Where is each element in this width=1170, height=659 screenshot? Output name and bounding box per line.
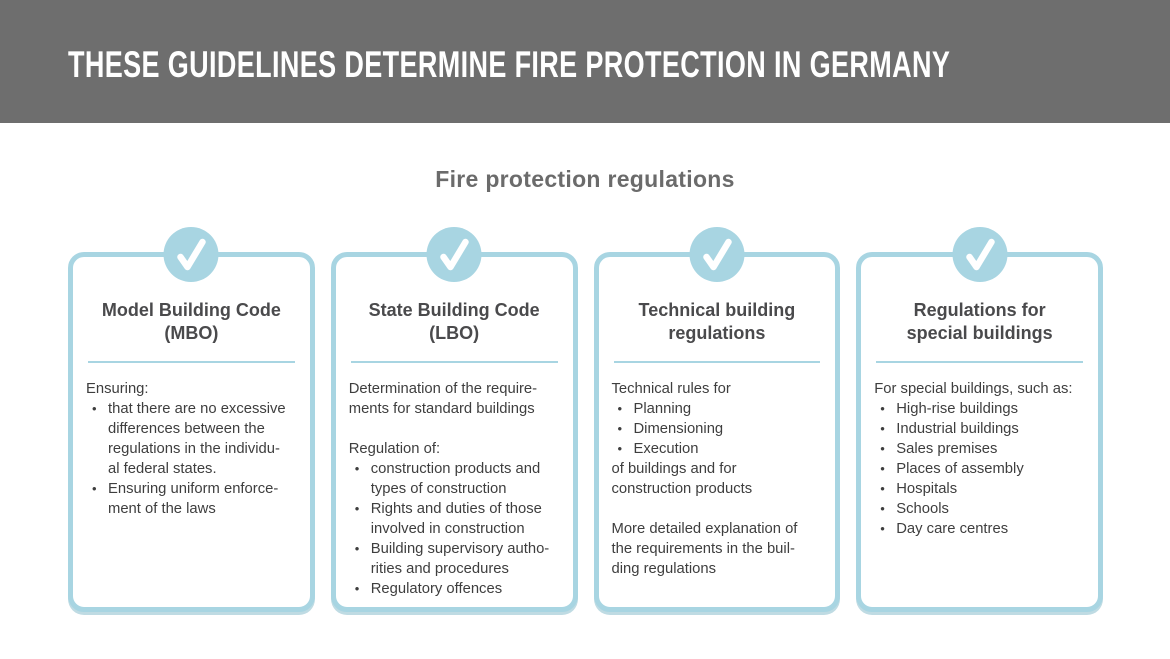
card-bullet-list: High-rise buildingsIndustrial buildingsS… bbox=[874, 399, 1085, 539]
list-item: Schools bbox=[874, 499, 1085, 519]
card-model-building-code: Model Building Code (MBO) Ensuring: that t… bbox=[68, 227, 315, 612]
list-item: High-rise buildings bbox=[874, 399, 1085, 419]
list-item: Planning bbox=[612, 399, 823, 419]
card-divider bbox=[350, 361, 558, 363]
cards-row: Model Building Code (MBO) Ensuring: that t… bbox=[68, 227, 1103, 612]
card-body: Ensuring: that there are no excessive dif… bbox=[86, 379, 297, 519]
header-banner: THESE GUIDELINES DETERMINE FIRE PROTECTI… bbox=[0, 0, 1170, 123]
card-title: Technical building regulations bbox=[638, 300, 796, 343]
list-item: Building supervisory autho- rities and p… bbox=[349, 539, 560, 579]
card-divider bbox=[88, 361, 295, 363]
card-bullet-list: that there are no excessive differences … bbox=[86, 399, 297, 519]
card-body: For special buildings, such as: High-rise… bbox=[874, 379, 1085, 539]
list-item: Day care centres bbox=[874, 519, 1085, 539]
checkmark-icon bbox=[426, 227, 482, 282]
card-title: Model Building Code (MBO) bbox=[101, 300, 281, 343]
card-paragraph: Determination of the require- ments for … bbox=[348, 381, 538, 417]
card-paragraph: Regulation of: bbox=[348, 441, 441, 457]
card-bullet-list: PlanningDimensioningExecution bbox=[612, 399, 823, 459]
checkmark-icon bbox=[163, 227, 219, 282]
list-item: that there are no excessive differences … bbox=[86, 399, 297, 479]
card-bullet-list: construction products and types of const… bbox=[349, 459, 560, 599]
card-divider bbox=[876, 361, 1083, 363]
list-item: construction products and types of const… bbox=[349, 459, 560, 499]
card-paragraph: Ensuring: bbox=[86, 381, 149, 397]
checkmark-icon bbox=[689, 227, 745, 282]
card-paragraph: For special buildings, such as: bbox=[874, 381, 1073, 397]
list-item: Regulatory offences bbox=[349, 579, 560, 599]
list-item: Industrial buildings bbox=[874, 419, 1085, 439]
card-body: Determination of the require- ments for … bbox=[349, 379, 560, 599]
list-item: Ensuring uniform enforce- ment of the la… bbox=[86, 479, 297, 519]
page-title: THESE GUIDELINES DETERMINE FIRE PROTECTI… bbox=[68, 43, 951, 85]
card-title: Regulations for special buildings bbox=[906, 300, 1053, 343]
card-title: State Building Code (LBO) bbox=[368, 300, 540, 343]
card-paragraph: Technical rules for bbox=[611, 381, 731, 397]
card-body: Technical rules forPlanningDimensioningE… bbox=[612, 379, 823, 579]
list-item: Places of assembly bbox=[874, 459, 1085, 479]
list-item: Rights and duties of those involved in c… bbox=[349, 499, 560, 539]
card-paragraph: More detailed explanation of the require… bbox=[611, 521, 798, 577]
slide: THESE GUIDELINES DETERMINE FIRE PROTECTI… bbox=[0, 0, 1170, 612]
card-divider bbox=[613, 361, 821, 363]
checkmark-icon bbox=[952, 227, 1008, 282]
list-item: Sales premises bbox=[874, 439, 1085, 459]
main-content: Fire protection regulations Model Buildi… bbox=[0, 166, 1170, 612]
card-paragraph: of buildings and for construction produc… bbox=[611, 461, 753, 497]
list-item: Execution bbox=[612, 439, 823, 459]
list-item: Dimensioning bbox=[612, 419, 823, 439]
section-title: Fire protection regulations bbox=[435, 166, 735, 192]
card-state-building-code: State Building Code (LBO) Determination o… bbox=[330, 227, 578, 612]
list-item: Hospitals bbox=[874, 479, 1085, 499]
